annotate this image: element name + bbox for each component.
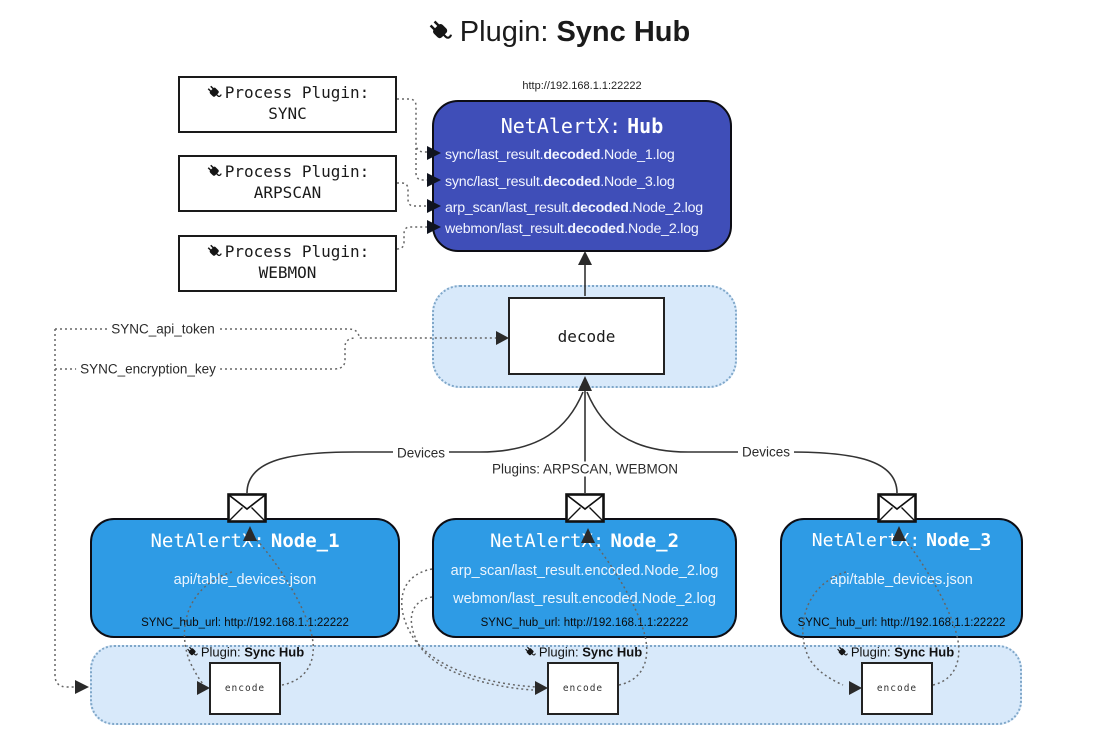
process-plugin-box-arpscan: Process Plugin: ARPSCAN (178, 155, 397, 212)
plug-icon (206, 243, 223, 260)
process-plugin-label: Process Plugin: (180, 162, 395, 181)
hub-log-line: sync/last_result.decoded.Node_1.log (445, 147, 675, 163)
edge-webmon-to-hub (396, 226, 427, 250)
process-plugin-label: Process Plugin: (180, 242, 395, 261)
process-plugin-name: ARPSCAN (253, 183, 322, 202)
node-file: api/table_devices.json (173, 572, 317, 588)
encode-box: encode (861, 662, 933, 715)
envelope-icon (227, 493, 267, 523)
edge-sync-to-hub-2 (415, 148, 427, 181)
hub-title: NetAlertX:Hub (434, 114, 730, 138)
node-file: webmon/last_result.encoded.Node_2.log (453, 591, 716, 607)
encode-box: encode (209, 662, 281, 715)
edge-label-devices-right: Devices (737, 444, 795, 460)
edge-arpscan-to-hub (397, 182, 427, 207)
hub-name-prefix: NetAlertX: (500, 114, 622, 138)
plug-icon (427, 18, 454, 45)
encode-box: encode (547, 662, 619, 715)
envelope-icon (565, 493, 605, 523)
edge-node3-to-decode (586, 391, 898, 494)
hub-url-label: http://192.168.1.1:22222 (522, 80, 642, 92)
plug-icon (836, 646, 849, 659)
encoder-plugin-label: Plugin: Sync Hub (524, 645, 642, 660)
title-text: Plugin: (459, 16, 549, 48)
sync-api-token-label: SYNC_api_token (107, 321, 219, 337)
encoder-plugin-label: Plugin: Sync Hub (836, 645, 954, 660)
node-hub-url: SYNC_hub_url: http://192.168.1.1:22222 (797, 617, 1006, 629)
plug-icon (186, 646, 199, 659)
decode-box: decode (508, 297, 665, 375)
plug-icon (524, 646, 537, 659)
node-hub-url: SYNC_hub_url: http://192.168.1.1:22222 (141, 617, 349, 629)
node-3-box: NetAlertX:Node_3 api/table_devices.json … (780, 518, 1023, 638)
arrowhead (75, 680, 89, 694)
process-plugin-box-sync: Process Plugin: SYNC (178, 76, 397, 133)
node-title: NetAlertX:Node_3 (811, 530, 992, 551)
title-name: Sync Hub (556, 16, 691, 48)
hub-name: Hub (627, 114, 664, 138)
node-2-box: NetAlertX:Node_2 arp_scan/last_result.en… (432, 518, 737, 638)
process-plugin-name: SYNC (268, 104, 307, 123)
edge-label-devices-left: Devices (392, 445, 450, 461)
edge-node1-to-decode (246, 391, 584, 494)
node-file: api/table_devices.json (830, 572, 973, 588)
plug-icon (206, 84, 223, 101)
node-title: NetAlertX:Node_1 (150, 530, 340, 552)
hub-log-line: webmon/last_result.decoded.Node_2.log (445, 221, 699, 237)
edge-sync-to-hub (397, 98, 427, 153)
edge-keys-to-encoders (54, 329, 76, 688)
sync-encryption-key-label: SYNC_encryption_key (76, 361, 220, 377)
node-title: NetAlertX:Node_2 (489, 530, 680, 552)
node-file: arp_scan/last_result.encoded.Node_2.log (450, 563, 719, 579)
hub-log-line: arp_scan/last_result.decoded.Node_2.log (445, 200, 703, 216)
plug-icon (206, 163, 223, 180)
edge-label-plugins: Plugins: ARPSCAN, WEBMON (487, 461, 683, 477)
page-title: Plugin:Sync Hub (0, 16, 1117, 49)
hub-log-line: sync/last_result.decoded.Node_3.log (445, 174, 675, 190)
arrowhead (578, 251, 592, 265)
node-hub-url: SYNC_hub_url: http://192.168.1.1:22222 (480, 617, 689, 629)
process-plugin-label: Process Plugin: (180, 83, 395, 102)
process-plugin-box-webmon: Process Plugin: WEBMON (178, 235, 397, 292)
node-1-box: NetAlertX:Node_1 api/table_devices.json … (90, 518, 400, 638)
envelope-icon (877, 493, 917, 523)
encoder-plugin-label: Plugin: Sync Hub (186, 645, 304, 660)
hub-box: NetAlertX:Hub sync/last_result.decoded.N… (432, 100, 732, 252)
process-plugin-name: WEBMON (258, 263, 317, 282)
